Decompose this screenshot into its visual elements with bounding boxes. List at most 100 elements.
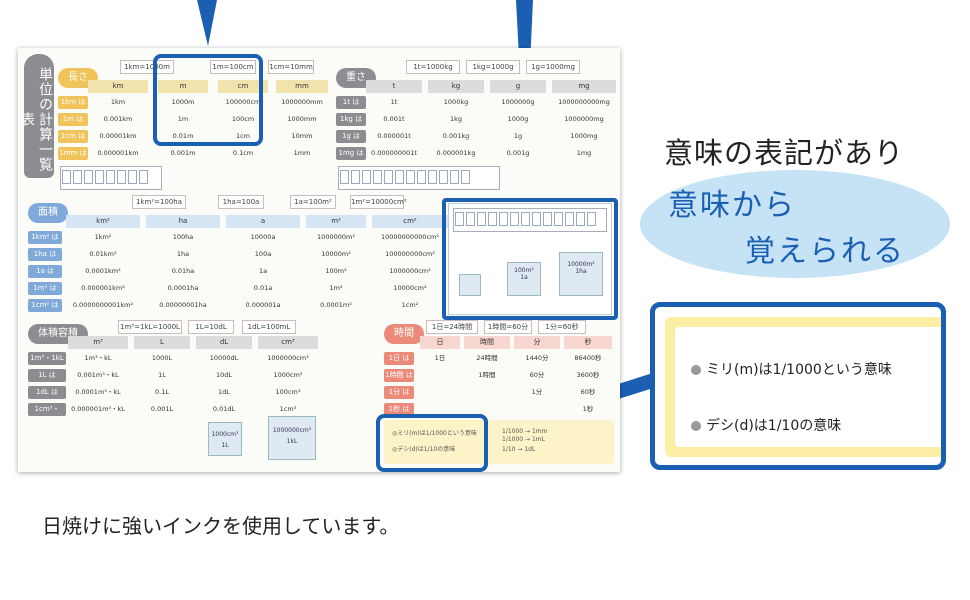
- row-label: 1m² は: [28, 282, 62, 295]
- cell: 1000000m²: [317, 233, 355, 241]
- weight-scale: [338, 166, 500, 190]
- length-top-2: 1m=100cm: [210, 60, 256, 74]
- cell: 0.000001km²: [81, 284, 125, 292]
- row-label: 1mm は: [58, 147, 88, 160]
- time-section: 時間 1日=24時間 1時間=60分 1分=60秒 日 時間 分 秒 1日 は …: [384, 318, 614, 418]
- cell: 10000000000cm²: [380, 233, 439, 241]
- callout-frame-length: [153, 54, 263, 146]
- note-right-3: 1/10 → 1dL: [502, 446, 536, 453]
- area-section: 面積 1km²=100ha 1ha=100a 1a=100m² 1m²=1000…: [28, 193, 448, 313]
- cell: 1000L: [151, 354, 173, 362]
- cell: 1000000mg: [564, 115, 604, 123]
- length-h2: m: [158, 80, 208, 93]
- cell: 0.000001a: [245, 301, 281, 309]
- area-square-100m2: 100m² 1a: [507, 262, 541, 296]
- area-scale: [453, 208, 607, 232]
- weight-row: 1mg は 0.000000001t 0.000001kg 0.001g 1mg: [336, 147, 618, 161]
- cell: 1cm³: [279, 405, 297, 413]
- length-row: 1m は 0.001km 1m 100cm 1000mm: [58, 113, 328, 127]
- area-top-2: 1ha=100a: [218, 195, 264, 209]
- row-label: 1m³・1kL は: [28, 352, 66, 375]
- cell: 0.001m: [170, 149, 196, 157]
- area-top-1: 1km²=100ha: [132, 195, 186, 209]
- weight-h3: g: [490, 80, 546, 93]
- row-label: 1t は: [336, 96, 366, 109]
- row-label: 1日 は: [384, 352, 414, 365]
- area-row: 1ha は 0.01km² 1ha 100a 10000m² 100000000…: [28, 248, 448, 262]
- volume-cube-1l: 1000cm³ 1L: [208, 422, 242, 456]
- cell: 10mm: [291, 132, 313, 140]
- cell: 0.001km: [103, 115, 133, 123]
- cell: 1000000mm: [281, 98, 323, 106]
- area-square-ha: 10000m² 1ha: [559, 252, 603, 296]
- area-h3: a: [226, 215, 300, 228]
- cell: 0.000001t: [377, 132, 411, 140]
- volume-section: 体積容積 1m³=1kL=1000L 1L=10dL 1dL=100mL m³ …: [28, 318, 318, 468]
- volume-top-1: 1m³=1kL=1000L: [118, 320, 182, 334]
- cell: 0.1cm: [232, 149, 254, 157]
- volume-row: 1m³・1kL は 1m³・kL 1000L 10000dL 1000000cm…: [28, 352, 318, 375]
- cell: 1000mg: [570, 132, 598, 140]
- cell: 0.001kg: [442, 132, 470, 140]
- time-h2: 時間: [464, 336, 510, 349]
- cell: 100cm³: [275, 388, 301, 396]
- area-h2: ha: [146, 215, 220, 228]
- row-label: 1kg は: [336, 113, 366, 126]
- cell: 1t: [390, 98, 398, 106]
- cell: 100a: [254, 250, 272, 258]
- area-h1: km²: [66, 215, 140, 228]
- weight-top-3: 1g=1000mg: [526, 60, 580, 74]
- weight-h4: mg: [552, 80, 616, 93]
- weight-h1: t: [366, 80, 422, 93]
- row-label: 1cm² は: [28, 299, 62, 312]
- zoom-line-2: デシ(d)は1/10の意味: [691, 415, 841, 435]
- area-top-3: 1a=100m²: [290, 195, 336, 209]
- cell: 1m²: [329, 284, 343, 292]
- weight-top-1: 1t=1000kg: [406, 60, 460, 74]
- volume-top-2: 1L=10dL: [188, 320, 234, 334]
- row-label: 1a は: [28, 265, 62, 278]
- cell: 0.01ha: [171, 267, 195, 275]
- row-label: 1g は: [336, 130, 366, 143]
- time-h3: 分: [514, 336, 560, 349]
- callout-frame-area: [442, 198, 618, 320]
- bullet-icon: [691, 365, 701, 375]
- length-h3: cm: [218, 80, 268, 93]
- time-row: 1分 は 1分 60秒: [384, 386, 614, 400]
- cell: 1000000000mg: [558, 98, 610, 106]
- cell: 1mm: [293, 149, 311, 157]
- cell: 1000g: [507, 115, 529, 123]
- volume-top-3: 1dL=100mL: [242, 320, 296, 334]
- cell: 100m²: [325, 267, 347, 275]
- cell: 1cm: [235, 132, 251, 140]
- volume-h3: dL: [196, 336, 252, 349]
- cell: 1分: [531, 388, 543, 396]
- poster-title: 単位の計算一覧表: [19, 54, 54, 178]
- arrow-left: [197, 0, 217, 46]
- time-row: 1秒 は 1秒: [384, 403, 614, 417]
- cell: 0.001t: [383, 115, 405, 123]
- poster-note-box: ◎ミリ(m)は1/1000という意味 ◎デシ(d)は1/10の意味 1/1000…: [384, 420, 614, 464]
- length-h1: km: [88, 80, 148, 93]
- weight-top-2: 1kg=1000g: [466, 60, 520, 74]
- volume-h2: L: [134, 336, 190, 349]
- area-label-10000m2: 10000m²: [567, 261, 595, 268]
- row-label: 1km は: [58, 96, 88, 109]
- length-row: 1mm は 0.000001km 0.001m 0.1cm 1mm: [58, 147, 328, 161]
- cell: 0.0001m³・kL: [75, 388, 121, 396]
- highlight-cloud: [640, 170, 950, 278]
- cell: 100ha: [172, 233, 194, 241]
- time-h1: 日: [420, 336, 460, 349]
- side-heading: 意味の表記があり: [664, 136, 905, 170]
- cell: 1日: [434, 354, 446, 362]
- time-row: 1時間 は 1時間 60分 3600秒: [384, 369, 614, 383]
- cell: 1000mm: [287, 115, 317, 123]
- note-line-2: ◎デシ(d)は1/10の意味: [392, 446, 456, 453]
- zoom-white-panel: ミリ(m)は1/1000という意味 デシ(d)は1/10の意味: [675, 327, 941, 447]
- cell: 0.01dL: [212, 405, 236, 413]
- volume-row: 1L は 0.001m³・kL 1L 10dL 1000cm³: [28, 369, 318, 383]
- cell: 1a: [258, 267, 268, 275]
- length-row: 1cm は 0.00001km 0.01m 1cm 10mm: [58, 130, 328, 144]
- cell: 1000000g: [501, 98, 535, 106]
- length-h4: mm: [276, 80, 328, 93]
